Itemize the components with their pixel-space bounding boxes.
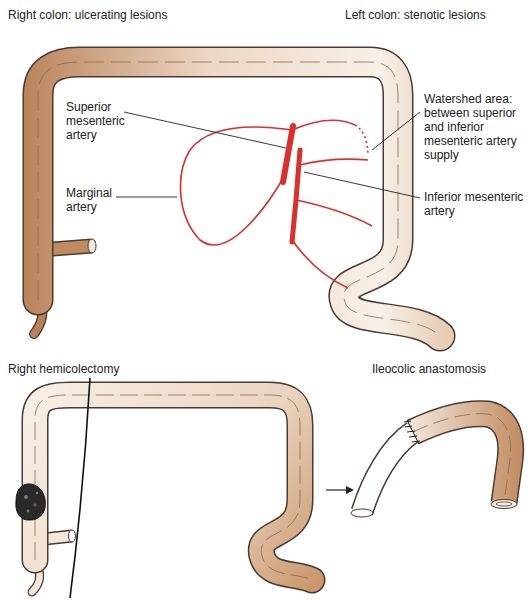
procedure-label: Right hemicolectomy	[8, 362, 119, 376]
colon-bottom	[35, 395, 312, 580]
watershed-label: Watershed area: between superior and inf…	[424, 92, 524, 162]
arrow	[326, 486, 354, 494]
region-label: Right colon: ulcerating lesions	[8, 8, 167, 22]
resection-line	[70, 378, 90, 598]
procedure-label: Ileocolic anastomosis	[372, 362, 486, 376]
region-label: Left colon: stenotic lesions	[345, 8, 486, 22]
artery-label: Marginal artery	[66, 186, 126, 214]
tumour	[16, 484, 45, 520]
leader-lines	[116, 112, 420, 198]
artery-label: Superior mesenteric artery	[66, 100, 136, 142]
artery-label: Inferior mesenteric artery	[424, 190, 524, 218]
anastomosis	[351, 414, 517, 517]
colon-top	[38, 62, 440, 336]
